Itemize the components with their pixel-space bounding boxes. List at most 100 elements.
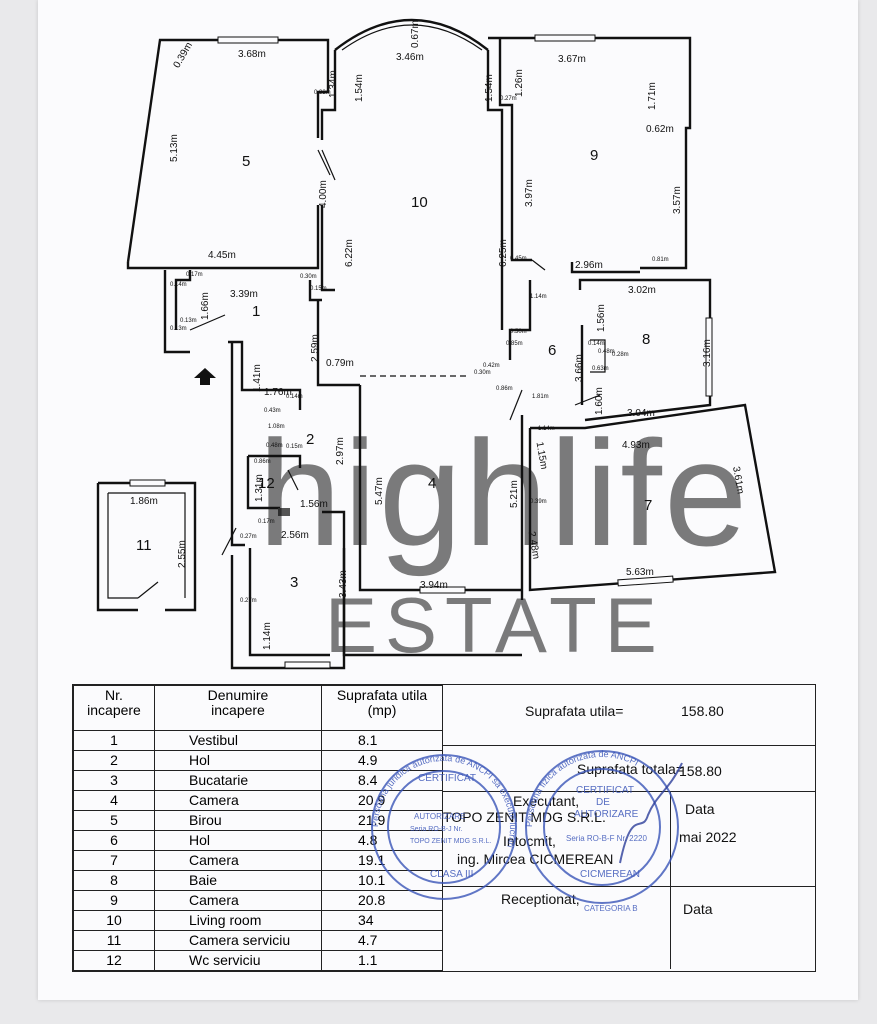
total-area-value: 158.80 — [679, 763, 722, 779]
room-area: 10.1 — [321, 870, 443, 891]
dim: 6.22m — [344, 239, 355, 267]
useful-area-label: Suprafata utila= — [525, 703, 624, 719]
dim: 0.48m — [598, 349, 615, 355]
dim: 0.15m — [310, 286, 327, 292]
room-name: Bucatarie — [154, 770, 322, 791]
dim: 3.02m — [628, 285, 656, 296]
dim: 0.45m — [510, 256, 527, 262]
room-area: 21.9 — [321, 810, 443, 831]
room-label-3: 3 — [290, 574, 298, 591]
room-label-12: 12 — [258, 475, 275, 492]
dim: 0.86m — [254, 459, 271, 465]
dim: 0.85m — [506, 341, 523, 347]
dim: 1.14m — [262, 622, 273, 650]
dim: 1.76m — [264, 387, 292, 398]
date-value: mai 2022 — [679, 829, 737, 845]
dim: 0.17m — [186, 272, 203, 278]
dim: 1.56m — [300, 499, 328, 510]
dim: 3.94m — [420, 580, 448, 591]
dim: 3.68m — [238, 49, 266, 60]
room-label-6: 6 — [548, 342, 556, 359]
dim: 1.86m — [130, 496, 158, 507]
room-name: Baie — [154, 870, 322, 891]
room-number: 12 — [73, 950, 155, 971]
dim: 3.67m — [558, 54, 586, 65]
room-number: 10 — [73, 910, 155, 931]
dim: 4.00m — [318, 180, 329, 208]
dim: 2.59m — [310, 334, 321, 362]
dim: 0.28m — [612, 352, 629, 358]
arrow-up-icon — [194, 368, 216, 385]
room-number: 3 — [73, 770, 155, 791]
room-name: Camera serviciu — [154, 930, 322, 951]
dim: 1.54m — [484, 74, 495, 102]
dim: 0.48m — [266, 443, 283, 449]
engineer-name: ing. Mircea CICMEREAN — [457, 851, 614, 867]
dim: 0.30m — [300, 274, 317, 280]
room-area: 34 — [321, 910, 443, 931]
dim: 3.39m — [230, 289, 258, 300]
room-number: 7 — [73, 850, 155, 871]
dim: 0.39m — [530, 499, 547, 505]
room-name: Vestibul — [154, 730, 322, 751]
dim: 4.45m — [208, 250, 236, 261]
room-number: 8 — [73, 870, 155, 891]
dim: 0.79m — [326, 358, 354, 369]
dim: 2.55m — [177, 540, 188, 568]
room-name: Living room — [154, 910, 322, 931]
dim: 1.60m — [594, 387, 605, 415]
dim: 0.67m — [410, 20, 421, 48]
room-area: 20.9 — [321, 790, 443, 811]
dim: 1.08m — [268, 424, 285, 430]
dim: 3.57m — [672, 186, 683, 214]
dim: 0.13m — [170, 326, 187, 332]
room-number: 4 — [73, 790, 155, 811]
dim: 1.14m — [530, 294, 547, 300]
dim: 2.96m — [575, 260, 603, 271]
total-area-label: Suprafata totala= — [577, 761, 685, 777]
room-label-1: 1 — [252, 303, 260, 320]
dim: 1.66m — [200, 292, 211, 320]
dim: 1.56m — [596, 304, 607, 332]
dim: 0.32m — [314, 90, 331, 96]
dim: 3.46m — [396, 52, 424, 63]
dim: 0.15m — [286, 444, 303, 450]
room-area: 4.7 — [321, 930, 443, 951]
dim: 0.86m — [496, 386, 513, 392]
dim: 0.81m — [652, 257, 669, 263]
floor-plan: highlife ESTATE 1 2 3 4 5 6 7 8 9 10 11 … — [96, 18, 777, 670]
room-number: 5 — [73, 810, 155, 831]
room-number: 1 — [73, 730, 155, 751]
room-name: Camera — [154, 850, 322, 871]
dim: 3.04m — [627, 408, 655, 419]
dim: 5.21m — [509, 480, 520, 508]
room-area: 1.1 — [321, 950, 443, 971]
room-number: 9 — [73, 890, 155, 911]
company-name: TOPO ZENIT MDG S.R.L. — [443, 809, 606, 825]
dim: 0.14m — [170, 282, 187, 288]
room-name: Camera — [154, 890, 322, 911]
dim: 1.41m — [252, 364, 263, 392]
dim: 0.43m — [264, 408, 281, 414]
room-label-2: 2 — [306, 431, 314, 448]
dim: 6.25m — [498, 239, 509, 267]
dim: 0.27m — [500, 96, 517, 102]
room-area: 4.9 — [321, 750, 443, 771]
dim: 2.48m — [526, 531, 542, 560]
dim: 0.39m — [172, 41, 195, 71]
room-label-8: 8 — [642, 331, 650, 348]
dim: 0.14m — [286, 394, 303, 400]
room-label-11: 11 — [136, 537, 152, 554]
dim: 1.71m — [647, 82, 658, 110]
col-area-header: Suprafata utila(mp) — [321, 685, 443, 731]
room-number: 6 — [73, 830, 155, 851]
room-label-4: 4 — [428, 475, 436, 492]
room-area: 20.8 — [321, 890, 443, 911]
